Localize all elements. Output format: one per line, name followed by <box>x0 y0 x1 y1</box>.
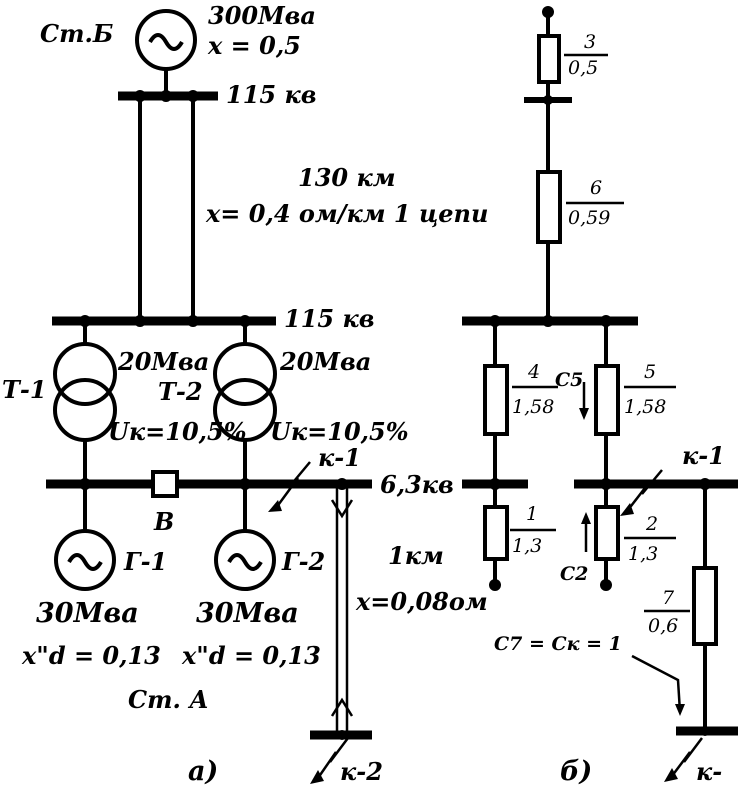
reactance-5-num: 5 <box>644 361 656 383</box>
diagram-b: 3 0,5 6 0,59 4 1,58 C5 5 1,58 <box>462 6 738 787</box>
bus-115kv-mid-label: 115 кв <box>284 304 374 333</box>
reactance-2-num: 2 <box>645 513 658 535</box>
arrow-down-icon <box>675 704 685 716</box>
t2-power: 20Мва <box>279 347 371 376</box>
node-dot <box>543 95 553 105</box>
node-dot <box>336 478 348 490</box>
reactance-7-den: 0,6 <box>648 615 678 637</box>
g2-xd: x"d = 0,13 <box>181 641 321 670</box>
fault-arrowhead <box>310 770 324 784</box>
caption-a: а) <box>188 756 218 787</box>
c2-label: C2 <box>560 563 588 585</box>
reactance-5 <box>594 364 620 436</box>
reactance-3-den: 0,5 <box>568 57 598 79</box>
generator-g2-symbol <box>214 529 276 591</box>
reactance-6-den: 0,59 <box>568 207 610 229</box>
transformer-t1-winding-2 <box>53 378 117 442</box>
bus-115kv-top-label: 115 кв <box>226 80 316 109</box>
b-fault-k1-label: к-1 <box>682 441 725 470</box>
station-a-label: Ст. А <box>128 685 209 714</box>
reactance-3 <box>537 34 561 84</box>
source-node <box>600 579 612 591</box>
g1-xd: x"d = 0,13 <box>21 641 161 670</box>
c7-arrow-line <box>631 654 682 713</box>
fault-arrowhead <box>268 500 282 512</box>
reactance-3-num: 3 <box>584 31 596 53</box>
arrow-up-icon <box>581 512 591 524</box>
reactance-7-num: 7 <box>662 587 675 609</box>
cable-end-bottom <box>330 697 354 717</box>
transformer-t2-winding-1 <box>213 342 277 406</box>
reactance-2-den: 1,3 <box>628 543 658 565</box>
c5-label: C5 <box>555 369 583 391</box>
sine-icon <box>67 553 103 571</box>
node-dot <box>160 90 172 102</box>
bus-6-3kv-label: 6,3кв <box>380 470 454 499</box>
fault-k2-label: к-2 <box>340 757 383 786</box>
station-b-reactance: x = 0,5 <box>207 31 301 60</box>
reactance-6 <box>536 170 562 244</box>
station-b-power: 300Мва <box>208 1 316 30</box>
reactance-7 <box>692 566 718 646</box>
t2-uk: Uк=10,5% <box>270 417 409 446</box>
lightning-icon <box>627 469 663 511</box>
lightning-icon <box>671 737 703 777</box>
reactance-5-den: 1,58 <box>624 396 666 418</box>
node-dot <box>134 315 146 327</box>
diagram-a: Ст.Б 300Мва x = 0,5 115 кв 130 км x= 0,4… <box>2 1 488 787</box>
fault-k1-label: к-1 <box>318 443 361 472</box>
node-dot <box>187 315 199 327</box>
reactance-1-num: 1 <box>526 503 538 525</box>
reactance-1 <box>483 505 509 561</box>
sine-icon <box>148 33 184 51</box>
g1-power: 30Мва <box>36 598 139 629</box>
g2-name: Г-2 <box>281 547 325 576</box>
reactance-4-den: 1,58 <box>512 396 554 418</box>
t2-name: Т-2 <box>158 377 203 406</box>
t1-power: 20Мва <box>117 347 209 376</box>
reactance-6-num: 6 <box>590 177 602 199</box>
caption-b: б) <box>560 756 592 787</box>
node-dot <box>700 726 710 736</box>
node-dot <box>337 730 347 740</box>
g1-name: Г-1 <box>123 547 167 576</box>
lightning-icon <box>316 737 349 779</box>
reactance-4 <box>483 364 509 436</box>
reactance-4-num: 4 <box>527 361 540 383</box>
arrow-down-icon <box>579 408 589 420</box>
g2-power: 30Мва <box>196 598 299 629</box>
line-length-label: 130 км <box>298 163 396 192</box>
fault-arrowhead <box>664 768 678 782</box>
breaker-b-label: В <box>153 507 174 536</box>
line-reactance-label: x= 0,4 ом/км 1 цепи <box>205 199 488 228</box>
cable-end-top <box>330 499 354 519</box>
transformer-t1-winding-1 <box>53 342 117 406</box>
station-b-label: Ст.Б <box>40 19 113 48</box>
generator-g1-symbol <box>54 529 116 591</box>
source-node <box>489 579 501 591</box>
sine-icon <box>227 553 263 571</box>
reactance-1-den: 1,3 <box>512 535 542 557</box>
node-dot <box>542 315 554 327</box>
cable-length-label: 1км <box>388 541 444 570</box>
b-fault-k-label: к- <box>696 757 722 786</box>
fault-arrowhead <box>620 503 634 516</box>
reactance-2 <box>594 505 620 561</box>
cable-reactance-label: x=0,08ом <box>355 587 488 616</box>
lightning-icon <box>274 461 311 509</box>
t1-name: Т-1 <box>2 375 47 404</box>
c7-label: C7 = Cк = 1 <box>494 633 622 655</box>
breaker-b-symbol <box>151 470 179 498</box>
